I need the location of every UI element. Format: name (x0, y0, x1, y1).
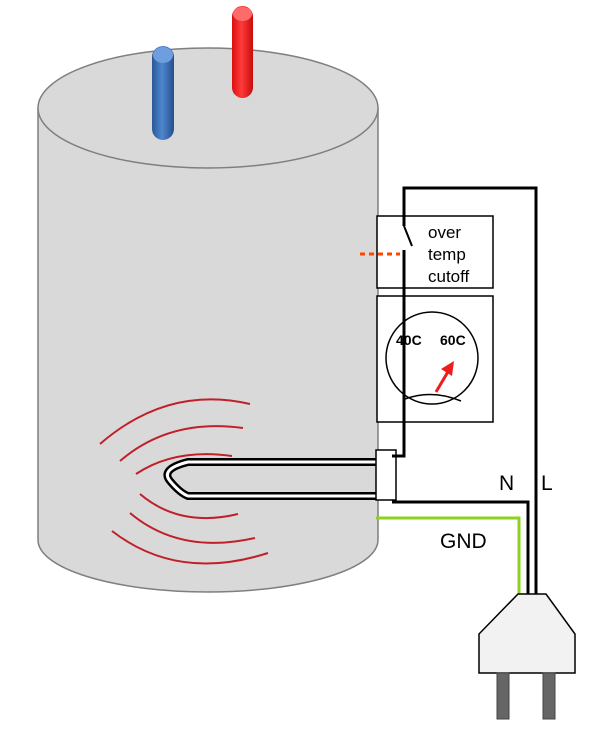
plug-pin-left (496, 672, 510, 720)
plug-pin-right (542, 672, 556, 720)
hot-water-pipe-icon (232, 6, 253, 98)
tank-body (37, 107, 379, 593)
ground-label: GND (440, 530, 487, 553)
heat-wave-icon (99, 398, 269, 565)
power-plug-icon (478, 593, 576, 720)
cold-water-pipe-icon (152, 46, 174, 140)
tank-top (37, 47, 379, 169)
cutoff-label-line2: temp (428, 245, 466, 264)
thermostat-needle (434, 369, 451, 393)
dial-low-label: 40C (396, 332, 422, 348)
thermostat: 40C 60C (376, 295, 494, 423)
cutoff-switch (403, 225, 413, 247)
live-wire (402, 186, 538, 596)
heating-element-icon (163, 449, 397, 501)
water-tank (37, 47, 379, 593)
over-temp-cutoff: over temp cutoff (360, 215, 494, 289)
thermostat-dial-icon (385, 311, 479, 405)
dial-high-label: 60C (440, 332, 466, 348)
neutral-label: N (499, 472, 514, 495)
cutoff-label-line3: cutoff (428, 267, 470, 286)
neutral-wire (392, 500, 530, 596)
wiring (392, 186, 538, 596)
element-flange (375, 449, 397, 501)
live-label: L (541, 472, 553, 495)
ground-wire (376, 516, 521, 596)
cutoff-label-line1: over (428, 223, 461, 242)
